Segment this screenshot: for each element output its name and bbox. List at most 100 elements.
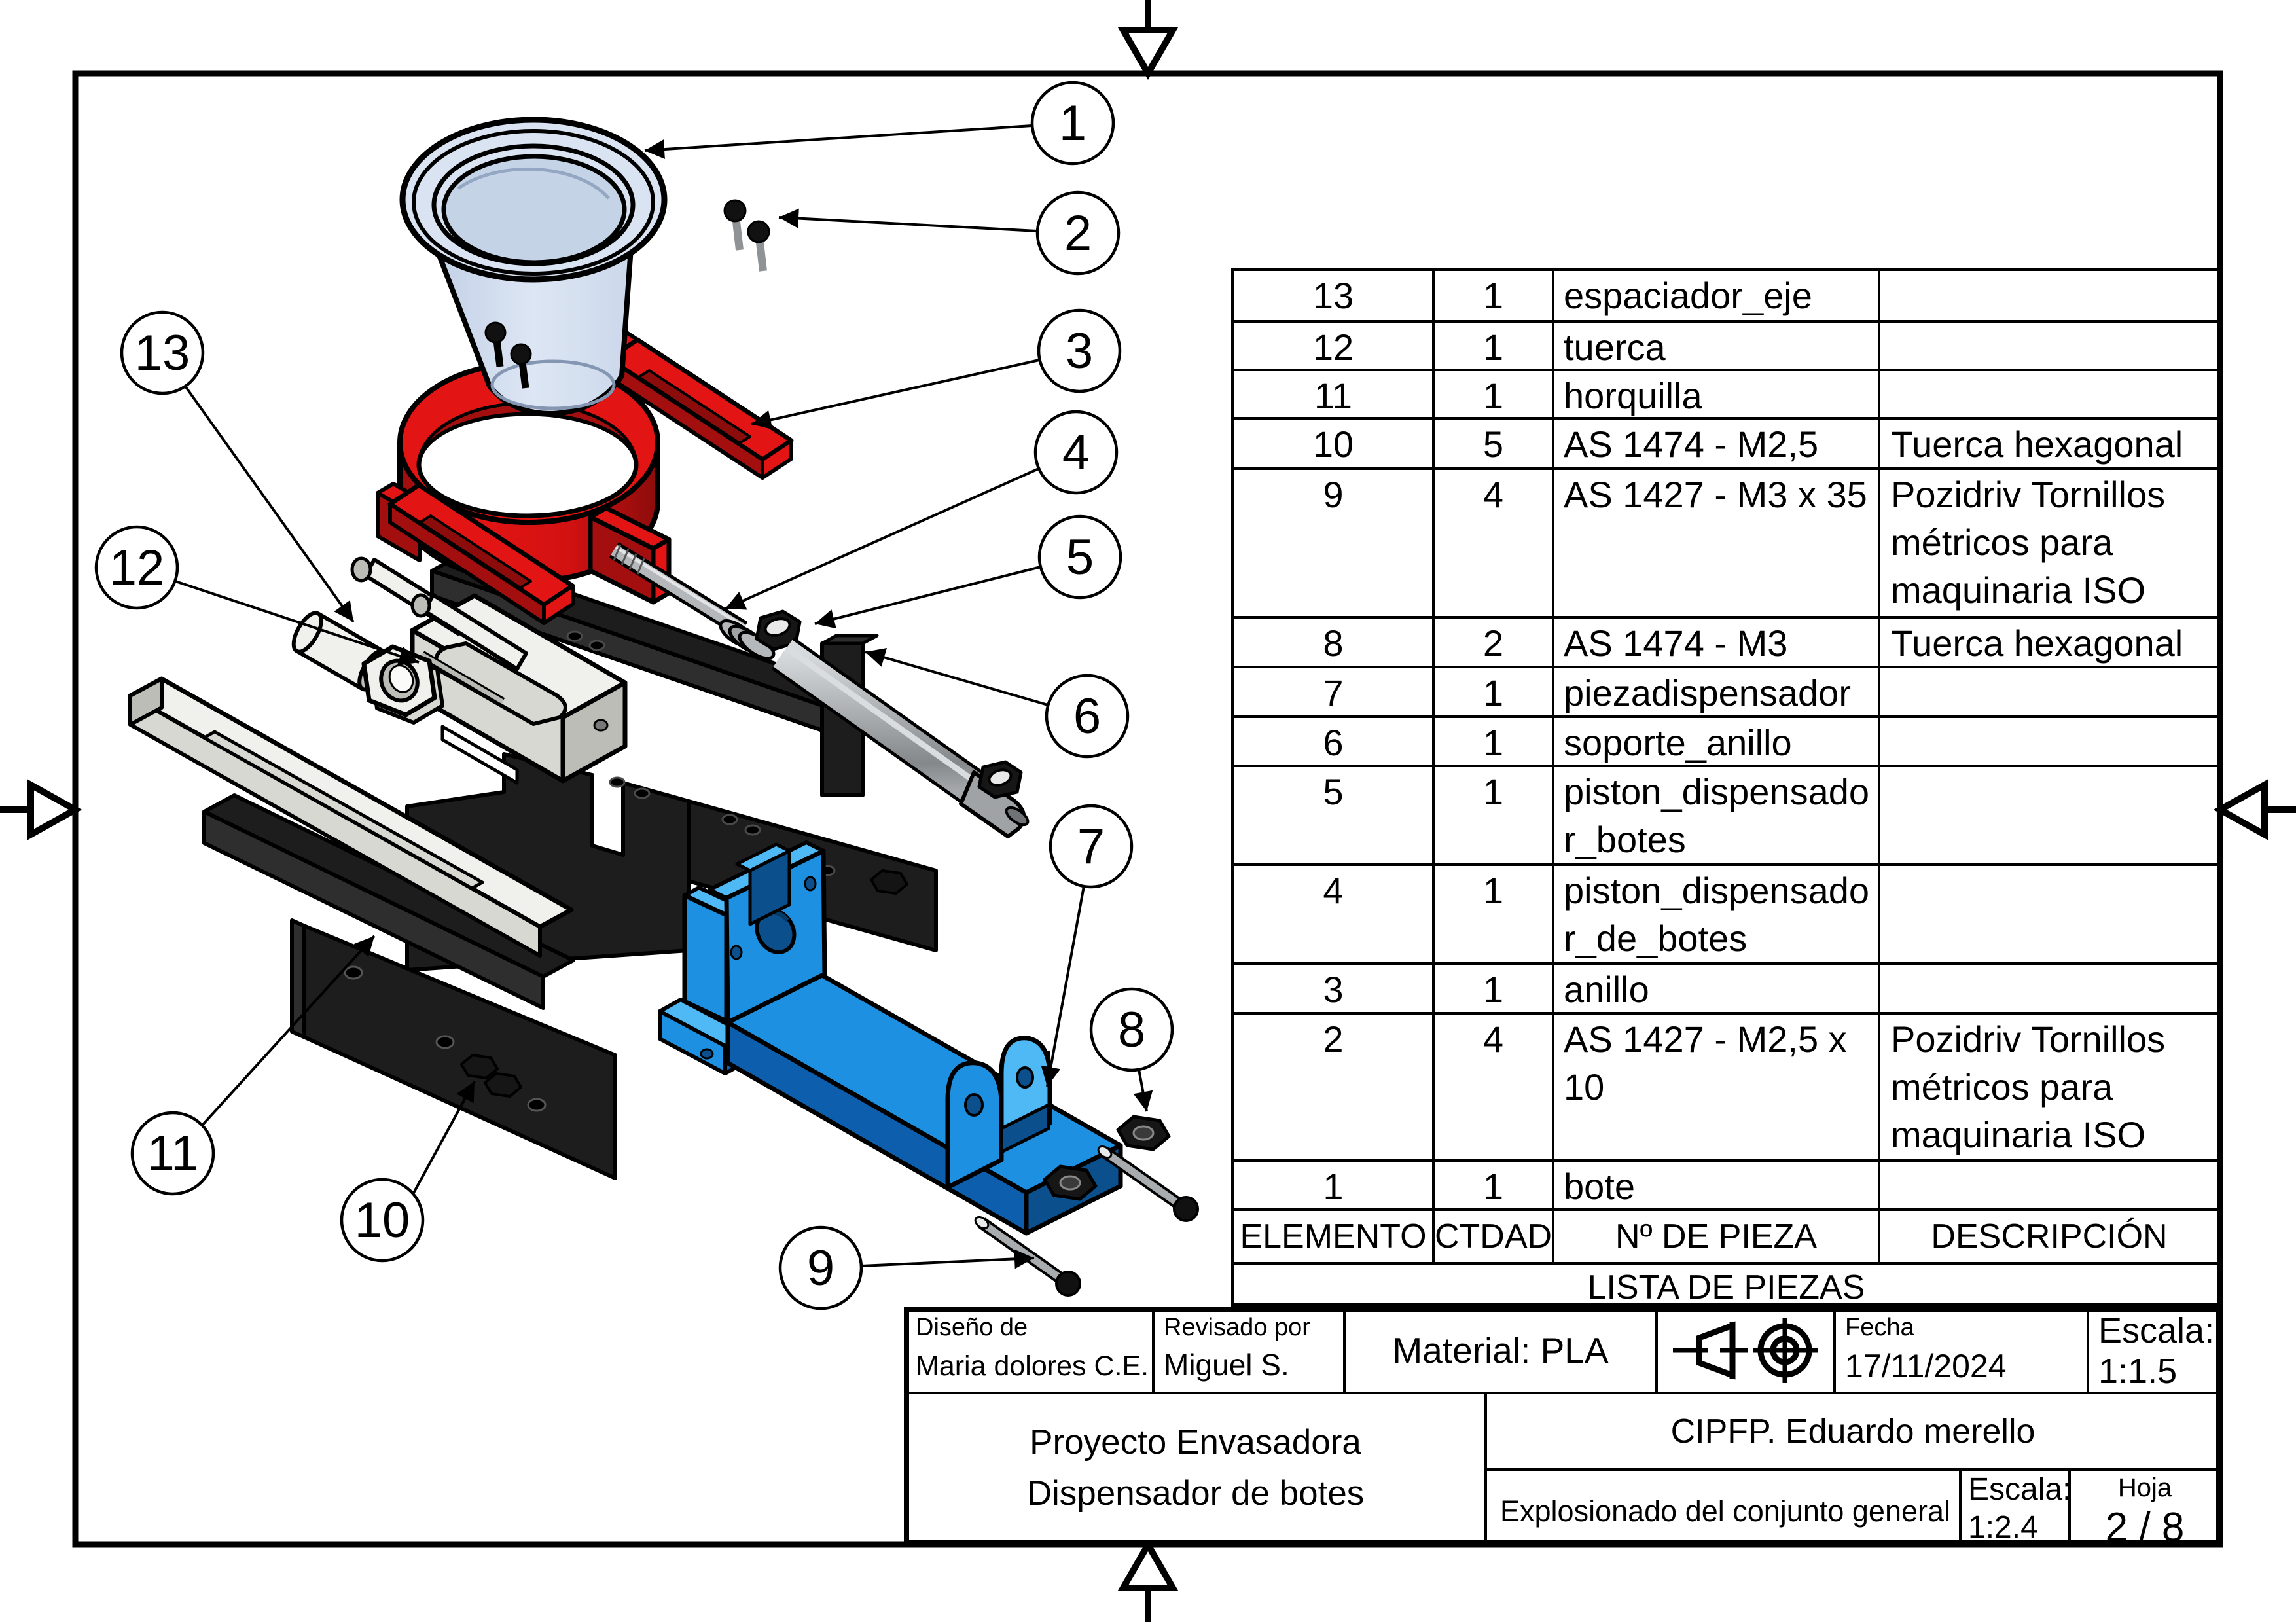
table-row: 4 1 piston_dispensador_de_botes (1234, 863, 2218, 962)
cell-descripcion (1878, 271, 2218, 320)
header-ctdad: CTDAD (1432, 1211, 1552, 1262)
cell-pieza: AS 1474 - M2,5 (1552, 420, 1878, 467)
cell-ctdad: 1 (1432, 965, 1552, 1012)
cell-descripcion: Pozidriv Tornillos métricos para maquina… (1878, 470, 2218, 616)
table-row: 3 1 anillo (1234, 962, 2218, 1012)
center-mark-left (0, 779, 82, 840)
titleblock-fecha: Fecha 17/11/2024 (1833, 1307, 2089, 1394)
titleblock-material: Material: PLA (1343, 1307, 1658, 1394)
revisado-label: Revisado por (1164, 1314, 1310, 1341)
svg-text:4: 4 (1062, 425, 1090, 480)
titleblock-vista: Explosionado del conjunto general (1484, 1468, 1962, 1545)
table-row: 8 2 AS 1474 - M3 Tuerca hexagonal (1234, 616, 2218, 666)
balloons: 1 2 3 4 5 6 7 8 (94, 81, 1174, 1310)
header-elemento: ELEMENTO (1240, 1217, 1427, 1255)
titleblock-revisado: Revisado por Miguel S. (1152, 1307, 1346, 1394)
part-bote (399, 117, 668, 416)
balloon-8: 8 (1089, 987, 1174, 1112)
balloon-5: 5 (814, 514, 1122, 629)
titleblock-escala: Escala: 1:1.5 (2087, 1307, 2221, 1394)
table-row: 7 1 piezadispensador (1234, 666, 2218, 715)
cell-pieza: AS 1427 - M3 x 35 (1552, 470, 1878, 616)
header-pieza: Nº DE PIEZA (1552, 1211, 1878, 1262)
exploded-view (128, 117, 1199, 1297)
cell-ctdad: 1 (1432, 1162, 1552, 1208)
balloon-11: 11 (130, 935, 376, 1196)
svg-text:6: 6 (1073, 689, 1101, 744)
part-piston-rod (609, 542, 748, 638)
fecha-value: 17/11/2024 (1845, 1348, 2007, 1384)
cell-elemento: 3 (1323, 969, 1344, 1010)
cell-elemento: 6 (1323, 722, 1344, 763)
projection-symbol-icon (1673, 1318, 1818, 1383)
titleblock-escala2: Escala: 1:2.4 (1959, 1468, 2071, 1545)
cell-elemento: 9 (1323, 474, 1344, 515)
cell-descripcion: Tuerca hexagonal (1878, 420, 2218, 467)
cell-elemento: 12 (1312, 327, 1354, 368)
svg-text:1: 1 (1059, 96, 1086, 151)
titleblock-diseno: Diseño de Maria dolores C.E. (904, 1307, 1155, 1394)
part-anillo (376, 327, 794, 625)
table-row: 12 1 tuerca (1234, 320, 2218, 369)
cell-descripcion (1878, 371, 2218, 417)
table-row: 2 4 AS 1427 - M2,5 x 10 Pozidriv Tornill… (1234, 1012, 2218, 1159)
balloon-12: 12 (94, 525, 420, 666)
hoja-value: 2 / 8 (2105, 1505, 2185, 1550)
cell-elemento: 1 (1323, 1166, 1344, 1207)
svg-text:12: 12 (109, 540, 165, 596)
parts-list-table: 13 1 espaciador_eje 12 1 tuerca 11 1 hor… (1231, 268, 2221, 1307)
cell-ctdad: 4 (1432, 470, 1552, 616)
balloon-4: 4 (725, 410, 1119, 610)
cell-descripcion (1878, 866, 2218, 962)
cell-ctdad: 1 (1432, 767, 1552, 863)
table-row: 1 1 bote (1234, 1159, 2218, 1208)
escala2-label: Escala: (1968, 1472, 2072, 1507)
svg-text:10: 10 (355, 1193, 410, 1248)
cell-ctdad: 1 (1432, 718, 1552, 765)
material-value: Material: PLA (1392, 1330, 1609, 1371)
hoja-label: Hoja (2117, 1473, 2172, 1502)
cell-pieza: piston_dispensador_botes (1552, 767, 1878, 863)
cell-pieza: AS 1427 - M2,5 x 10 (1552, 1015, 1878, 1159)
cell-descripcion (1878, 323, 2218, 369)
escala-value: 1:1.5 (2098, 1352, 2178, 1391)
svg-text:7: 7 (1077, 819, 1105, 874)
table-row: 9 4 AS 1427 - M3 x 35 Pozidriv Tornillos… (1234, 467, 2218, 616)
titleblock-projection-symbol (1655, 1307, 1836, 1394)
cell-pieza: anillo (1552, 965, 1878, 1012)
cell-ctdad: 1 (1432, 668, 1552, 715)
balloon-6: 6 (865, 647, 1130, 759)
escala-label: Escala: (2098, 1311, 2215, 1350)
cell-descripcion (1878, 718, 2218, 765)
center-mark-bottom (1117, 1538, 1179, 1622)
part-cylinder (771, 637, 1030, 838)
escala2-value: 1:2.4 (1968, 1510, 2038, 1545)
center-mark-top (1117, 0, 1179, 81)
part-piezadispensador (658, 840, 1123, 1236)
svg-text:2: 2 (1064, 206, 1092, 261)
balloon-10: 10 (340, 1081, 476, 1263)
cell-elemento: 4 (1323, 870, 1344, 911)
title-block: Diseño de Maria dolores C.E. Revisado po… (904, 1307, 2221, 1550)
cell-pieza: horquilla (1552, 371, 1878, 417)
cell-elemento: 8 (1323, 622, 1344, 664)
svg-text:13: 13 (135, 325, 190, 381)
cell-descripcion: Pozidriv Tornillos métricos para maquina… (1878, 1015, 2218, 1159)
revisado-value: Miguel S. (1164, 1348, 1289, 1382)
table-row: 10 5 AS 1474 - M2,5 Tuerca hexagonal (1234, 417, 2218, 467)
cell-ctdad: 1 (1432, 323, 1552, 369)
cell-ctdad: 1 (1432, 271, 1552, 320)
cell-descripcion (1878, 668, 2218, 715)
cell-elemento: 10 (1312, 424, 1354, 465)
cell-ctdad: 4 (1432, 1015, 1552, 1159)
table-row: 11 1 horquilla (1234, 369, 2218, 417)
cell-pieza: tuerca (1552, 323, 1878, 369)
proyecto-line2: Dispensador de botes (1026, 1474, 1365, 1513)
titleblock-hoja: Hoja 2 / 8 (2068, 1468, 2221, 1550)
vista-value: Explosionado del conjunto general (1500, 1494, 1951, 1528)
balloon-2: 2 (778, 190, 1121, 276)
balloon-7: 7 (1041, 804, 1134, 1087)
